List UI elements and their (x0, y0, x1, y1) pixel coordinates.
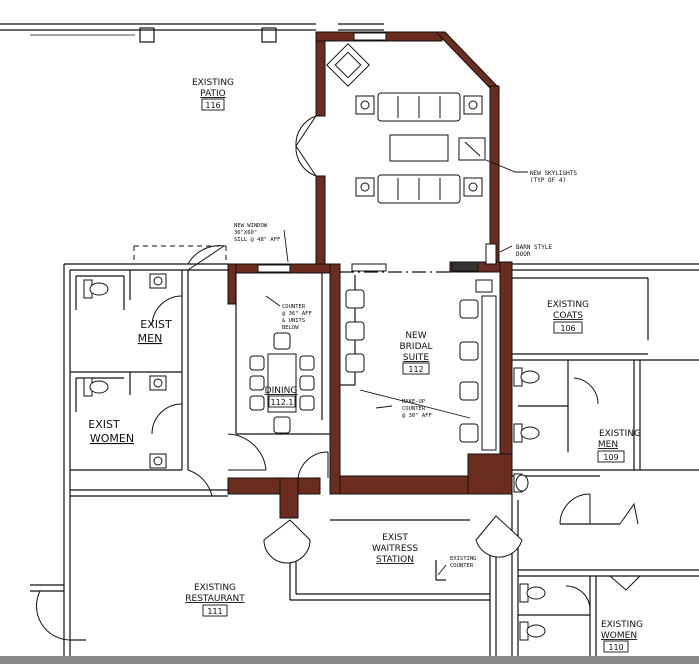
waitress-label-3: STATION (376, 555, 414, 565)
barn-door-note-1: BARN STYLE (516, 244, 553, 251)
footer-bar (0, 656, 699, 664)
counter-note-4: BELOW (282, 325, 299, 331)
women-right-label-1: EXISTING (601, 620, 643, 630)
dining-label: DINING (265, 386, 298, 396)
men-right-label-1: EXISTING (599, 429, 641, 439)
toilet-icon (513, 367, 540, 387)
new-walls (227, 31, 513, 519)
waitress-label-2: WAITRESS (372, 544, 418, 554)
patio-number: 116 (205, 101, 220, 110)
exist-men-left-2: MEN (138, 332, 163, 345)
sofa-icon (355, 92, 483, 122)
counter-note-2: @ 36" AFF (282, 311, 312, 317)
window-note-3: SILL @ 48" AFF (234, 237, 280, 243)
existing-counter-note-1: EXISTING (450, 556, 477, 562)
restroom-fixtures (83, 273, 546, 641)
toilet-icon (513, 423, 540, 443)
counter-note-1: COUNTER (282, 304, 306, 310)
coats-number-box (553, 321, 583, 334)
exist-women-left-2: WOMEN (90, 432, 134, 445)
leader-lines (265, 159, 528, 576)
sofa-icon (355, 174, 483, 204)
sink-icon (149, 453, 167, 469)
makeup-note-2: COUNTER (402, 406, 426, 412)
barn-door-note-2: DOOR (516, 251, 531, 258)
dining-number-box (268, 395, 296, 408)
window-note-2: 36"X60" (234, 230, 257, 236)
bridal-label-3: SUITE (403, 353, 429, 363)
chair-icon (249, 332, 315, 434)
skylights-note-1: NEW SKYLIGHTS (530, 170, 577, 177)
new-windows (257, 32, 497, 273)
coats-number: 106 (560, 324, 575, 333)
patio-number-box (201, 98, 225, 111)
restaurant-label-1: EXISTING (194, 583, 236, 593)
toilet-icon (83, 377, 109, 397)
restaurant-number-box (202, 604, 228, 617)
bridal-furniture (345, 279, 497, 451)
lounge-furniture (326, 43, 486, 204)
coats-label-1: EXISTING (547, 300, 589, 310)
exist-men-left-1: EXIST (140, 318, 172, 331)
women-right-label-2: WOMEN (601, 631, 637, 641)
skylight-mark (458, 137, 486, 161)
door-swing-icons (36, 115, 641, 641)
women-right-number-box (603, 640, 629, 653)
armchair-icon (326, 43, 370, 87)
patio-label-1: EXISTING (192, 78, 234, 88)
sink-icon (475, 279, 493, 293)
toilet-icon (519, 583, 546, 603)
room-labels: EXISTING PATIO 116 NEW BRIDAL SUITE 112 … (88, 78, 643, 653)
dining-number: 112.1 (271, 398, 294, 407)
makeup-note-3: @ 30" AFF (402, 413, 432, 419)
bridal-label-2: BRIDAL (399, 342, 432, 352)
drawing-notes: NEW SKYLIGHTS (TYP OF 4) BARN STYLE DOOR… (234, 170, 577, 569)
exist-women-left-1: EXIST (88, 418, 120, 431)
makeup-note-1: MAKE-UP (402, 399, 426, 405)
men-right-number-box (597, 450, 625, 463)
skylights-note-2: (TYP OF 4) (530, 177, 566, 184)
makeup-counter (481, 295, 497, 451)
waitress-label-1: EXIST (382, 533, 408, 543)
toilet-icon (513, 473, 529, 493)
restaurant-label-2: RESTAURANT (185, 594, 245, 604)
women-right-number: 110 (608, 643, 623, 652)
sink-icon (149, 273, 167, 289)
men-right-label-2: MEN (598, 440, 618, 450)
existing-walls (0, 23, 699, 664)
dining-furniture (249, 332, 315, 434)
sink-icon (149, 375, 167, 391)
window-note-1: NEW WINDOW (234, 223, 268, 229)
coffee-table (389, 134, 449, 162)
toilet-icon (519, 621, 546, 641)
counter-note-3: & UNITS (282, 318, 305, 324)
bridal-number: 112 (408, 365, 423, 374)
bridal-label-1: NEW (405, 331, 426, 341)
toilet-icon (83, 279, 109, 299)
coats-label-2: COATS (553, 311, 583, 321)
new-window-outline (133, 245, 227, 264)
chair-icon (345, 289, 479, 443)
restaurant-number: 111 (207, 607, 222, 616)
bridal-number-box (402, 362, 430, 375)
men-right-number: 109 (603, 453, 618, 462)
patio-label-2: PATIO (200, 89, 226, 99)
existing-counter-note-2: COUNTER (450, 563, 474, 569)
